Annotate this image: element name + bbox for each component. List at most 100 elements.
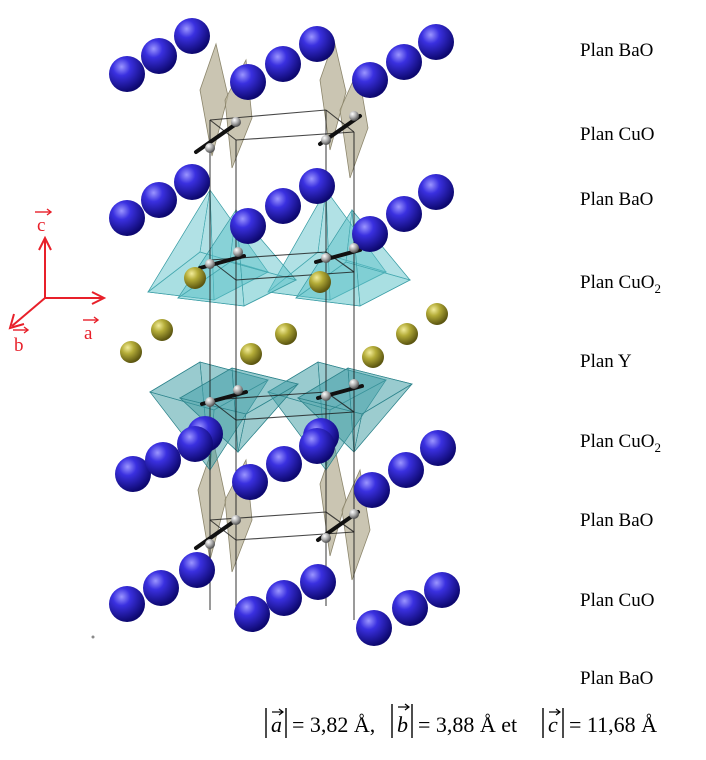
cell-edge-16 [235, 411, 355, 421]
cu-atom-15 [231, 515, 241, 525]
ba-atom-1 [109, 56, 145, 92]
ba-atom-2 [141, 38, 177, 74]
unit-cell-edges [194, 109, 364, 620]
ba-atom-11 [141, 182, 177, 218]
y-atom-3 [151, 319, 173, 341]
cu-atom-9 [205, 397, 215, 407]
axis-b-vector-tip [23, 326, 30, 334]
ba-atom-4 [230, 64, 266, 100]
stray-dot [91, 635, 95, 639]
cu-atom-4 [349, 111, 359, 121]
plane-label-1: Plan BaO [580, 40, 654, 61]
cu-atom-14 [321, 533, 331, 543]
ba-atom-21 [115, 456, 151, 492]
y-atom-6 [426, 303, 448, 325]
axis-a-vector-tip [93, 316, 100, 324]
cell-edge-10 [235, 531, 355, 541]
ba-atom-23 [177, 426, 213, 462]
ba-atom-27 [354, 472, 390, 508]
ba-atom-7 [352, 62, 388, 98]
cell-edge-9 [209, 511, 327, 521]
cu-o-bond-3 [194, 518, 238, 550]
ba-atom-3 [174, 18, 210, 54]
axis-a-label: a [84, 323, 93, 344]
ba-atom-38 [424, 572, 460, 608]
y-atom-8 [240, 343, 262, 365]
vector-b-tip [404, 703, 410, 711]
cell-edge-8 [325, 109, 355, 133]
y-atom-2 [309, 271, 331, 293]
ba-atom-6 [299, 26, 335, 62]
y-atom-1 [184, 267, 206, 289]
ba-atom-33 [234, 596, 270, 632]
ba-atom-34 [266, 580, 302, 616]
cu-atom-11 [233, 385, 243, 395]
cu-atom-1 [205, 143, 215, 153]
cu-atom-12 [349, 379, 359, 389]
plane-label-5: Plan Y [580, 351, 632, 372]
cell-edge-5 [209, 109, 327, 121]
plane-label-4: Plan CuO2 [580, 272, 661, 296]
cell-edge-12 [325, 511, 355, 533]
atoms-layer [109, 18, 460, 646]
chain-plate-4 [339, 68, 369, 179]
ba-atom-14 [265, 188, 301, 224]
ba-atom-10 [109, 200, 145, 236]
cu-o-bond-1 [194, 122, 238, 154]
ba-atom-26 [299, 428, 335, 464]
ba-atom-18 [418, 174, 454, 210]
axis-c-vector-tip [46, 208, 53, 216]
cu-atom-3 [231, 117, 241, 127]
cu-atom-13 [205, 539, 215, 549]
ba-atom-13 [230, 208, 266, 244]
axis-a-arrowhead [91, 291, 107, 305]
vector-c-symbol: c [548, 712, 558, 737]
y-atom-4 [275, 323, 297, 345]
ba-atom-24 [232, 464, 268, 500]
cell-edge-15 [235, 271, 355, 281]
cu-atom-6 [321, 253, 331, 263]
cu-atom-5 [205, 259, 215, 269]
ba-atom-35 [300, 564, 336, 600]
ba-atom-9 [418, 24, 454, 60]
lattice-parameters: a = 3,82 Å, b = 3,88 Å et c = 11,68 Å [265, 703, 657, 738]
vector-b-symbol: b [397, 712, 408, 737]
y-atom-7 [120, 341, 142, 363]
vector-a-tip [278, 708, 284, 716]
plane-label-7: Plan BaO [580, 510, 654, 531]
ba-atom-5 [265, 46, 301, 82]
plane-label-2: Plan CuO [580, 124, 655, 145]
ba-atom-36 [356, 610, 392, 646]
ba-atom-29 [420, 430, 456, 466]
plane-label-9: Plan BaO [580, 668, 654, 689]
cu-atom-2 [321, 135, 331, 145]
ba-atom-30 [109, 586, 145, 622]
value-b: = 3,88 Å et [418, 712, 517, 737]
cell-edge-14 [209, 391, 327, 401]
axis-c-label: c [37, 215, 45, 236]
value-c: = 11,68 Å [569, 712, 657, 737]
plane-label-3: Plan BaO [580, 189, 654, 210]
ba-atom-15 [299, 168, 335, 204]
ba-atom-37 [392, 590, 428, 626]
axis-b-arrowhead [8, 313, 25, 330]
ba-atom-8 [386, 44, 422, 80]
vector-c-tip [555, 708, 561, 716]
axis-c-arrowhead [38, 235, 52, 251]
cu-atom-16 [349, 509, 359, 519]
ba-atom-31 [143, 570, 179, 606]
ba-atom-16 [352, 216, 388, 252]
axis-triad: c a b [8, 208, 107, 356]
cell-edge-18 [325, 251, 355, 273]
ba-atom-32 [179, 552, 215, 588]
value-a: = 3,82 Å, [292, 712, 375, 737]
cu-atom-7 [233, 247, 243, 257]
cell-edge-7 [209, 119, 237, 141]
ba-atom-17 [386, 196, 422, 232]
y-atom-9 [362, 346, 384, 368]
axis-b-line [11, 297, 46, 327]
ba-atom-28 [388, 452, 424, 488]
ba-atom-22 [145, 442, 181, 478]
plane-label-6: Plan CuO2 [580, 431, 661, 455]
plane-label-8: Plan CuO [580, 590, 655, 611]
